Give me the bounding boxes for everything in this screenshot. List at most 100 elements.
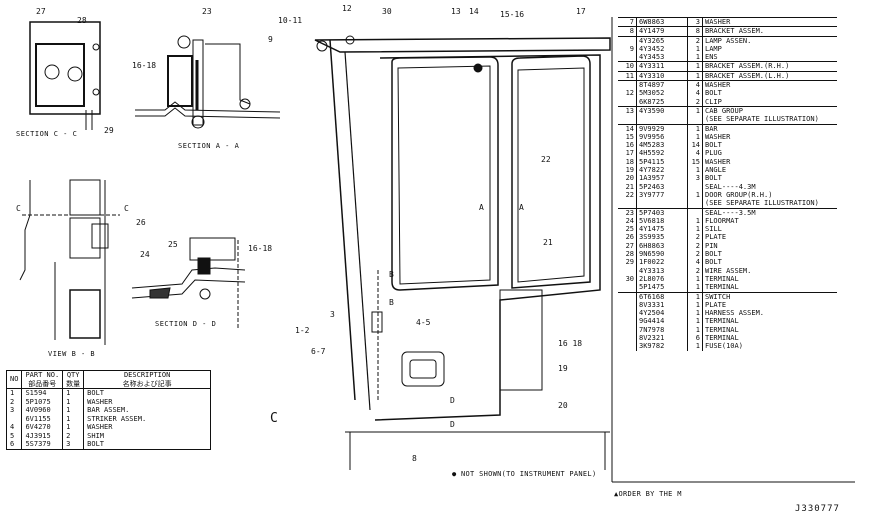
callout-16-18-c: 16 18: [558, 339, 583, 348]
row-part-no: 4J3915: [21, 431, 64, 440]
row-part-no: 8T4897: [636, 80, 688, 90]
callout-10-11: 10-11: [278, 16, 303, 25]
callout-20: 20: [558, 401, 568, 410]
row-description: BRACKET ASSEM.: [702, 26, 837, 37]
row-no: 17: [618, 149, 637, 158]
row-no: 7: [618, 16, 637, 27]
header-part-no-en: PART NO.: [25, 371, 60, 379]
header-desc-en: DESCRIPTION: [123, 371, 171, 379]
row-description: BAR: [702, 123, 837, 133]
row-no: 23: [618, 207, 637, 217]
row-qty: 1: [687, 283, 703, 292]
row-part-no: 4V0960: [21, 406, 64, 415]
row-description: SEAL----3.5M: [702, 207, 837, 217]
row-part-no: 9N6590: [636, 250, 688, 259]
row-description: STRIKER ASSEM.: [83, 414, 212, 423]
row-no: 5: [5, 431, 23, 440]
row-description: (SEE SEPARATE ILLUSTRATION): [705, 199, 819, 208]
row-no: 4: [5, 423, 23, 432]
row-description: DOOR GROUP(R.H.): [705, 190, 773, 199]
section-marker-d-bottom: D: [450, 420, 455, 429]
row-description: ENS: [705, 53, 718, 62]
row-no: 20: [618, 174, 637, 183]
row-description: HARNESS ASSEM.: [705, 309, 765, 318]
row-no: [618, 35, 637, 45]
callout-12: 12: [342, 4, 352, 13]
row-qty: 14: [687, 141, 703, 150]
row-qty: 4: [687, 80, 703, 90]
row-no: 26: [618, 233, 637, 242]
callout-1-2: 1-2: [295, 326, 310, 335]
row-qty: 1: [687, 216, 703, 226]
row-no: [618, 53, 637, 62]
row-description: BRACKET ASSEM.(R.H.): [702, 61, 837, 72]
row-qty: 1: [687, 190, 703, 200]
view-bb-caption: VIEW B - B: [48, 350, 96, 358]
callout-24: 24: [140, 250, 150, 259]
row-no: [618, 80, 637, 90]
row-no: 25: [618, 225, 637, 234]
row-description: PLATE: [705, 300, 727, 309]
row-description: TERMINAL: [705, 317, 739, 326]
row-part-no: 3S9935: [636, 233, 688, 242]
row-qty: 1: [687, 225, 703, 234]
row-qty: 1: [687, 291, 703, 301]
row-description: WASHER: [705, 132, 731, 141]
row-qty: 1: [687, 61, 703, 72]
section-dd-caption: SECTION D - D: [155, 320, 217, 328]
row-qty: 1: [687, 300, 703, 310]
row-part-no: 6V1155: [21, 414, 64, 423]
row-qty: 6: [687, 333, 703, 343]
row-no: 1: [5, 388, 23, 398]
row-part-no: 9V9956: [636, 132, 688, 142]
row-no: [5, 414, 23, 423]
row-description: BOLT: [705, 141, 722, 150]
row-part-no: S1594: [21, 388, 64, 398]
row-description: TERMINAL: [705, 333, 739, 342]
row-part-no: 6H8863: [636, 241, 688, 251]
row-no: [618, 309, 637, 318]
callout-4-5: 4-5: [416, 318, 431, 327]
row-no: [618, 266, 637, 275]
callout-30: 30: [382, 7, 392, 16]
row-description: CAB GROUP: [702, 105, 837, 116]
row-qty: 1: [687, 44, 703, 54]
row-description: WASHER: [83, 423, 212, 432]
callout-16-18-d: 16-18: [248, 244, 273, 253]
view-bb-drawing: [19, 179, 120, 345]
row-qty: 3: [687, 16, 703, 27]
row-no: [618, 325, 637, 334]
row-qty: 15: [687, 157, 703, 167]
row-no: [618, 291, 637, 301]
row-part-no: [636, 115, 688, 125]
row-qty: 3: [62, 440, 85, 449]
row-part-no: 5P4115: [636, 157, 688, 167]
header-no: NO: [5, 370, 23, 389]
row-description: WASHER: [702, 80, 837, 90]
row-description: BRACKET ASSEM.(L.H.): [702, 70, 837, 81]
header-desc-jp: 名称および記事: [122, 379, 172, 388]
row-part-no: 5V6818: [636, 216, 688, 226]
row-qty: 1: [687, 105, 703, 116]
row-part-no: 5M3052: [636, 89, 688, 98]
row-description: TERMINAL: [705, 274, 739, 283]
row-no: 15: [618, 132, 637, 142]
row-part-no: 4H5592: [636, 149, 688, 158]
